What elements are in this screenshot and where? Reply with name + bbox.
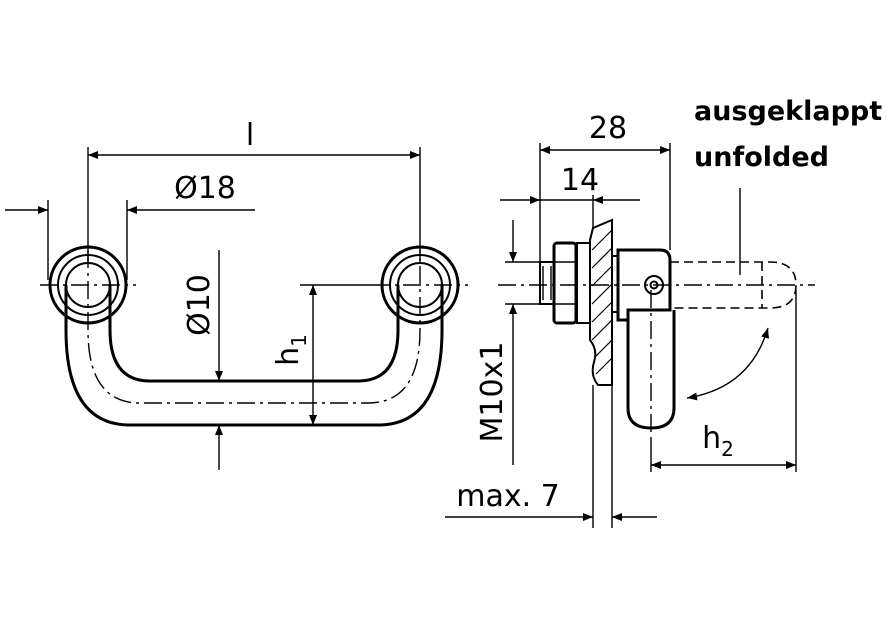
h2-label: h2 bbox=[702, 421, 734, 461]
unfolded-handle-outline bbox=[670, 261, 797, 309]
note-english: unfolded bbox=[694, 142, 829, 173]
dimension-14: 14 bbox=[500, 163, 640, 228]
thread-label: M10x1 bbox=[475, 342, 510, 443]
dimension-rod-diameter: Ø10 bbox=[182, 250, 250, 470]
dimension-h1: h1 bbox=[271, 284, 372, 425]
rod-diameter-label: Ø10 bbox=[182, 274, 217, 336]
width-14-label: 14 bbox=[561, 163, 599, 198]
unfolded-note: ausgeklappt unfolded bbox=[694, 96, 882, 275]
handle-bar-outer bbox=[64, 285, 444, 427]
dimension-outer-diameter: Ø18 bbox=[5, 171, 255, 280]
hex-nut bbox=[552, 241, 578, 325]
handle-side-view bbox=[498, 218, 815, 528]
width-28-label: 28 bbox=[589, 111, 627, 146]
threaded-stud bbox=[539, 261, 555, 305]
dimension-length: l bbox=[87, 118, 421, 262]
handle-bar-inner bbox=[108, 285, 400, 383]
dimension-max-7: max. 7 bbox=[445, 479, 657, 521]
washer bbox=[576, 242, 591, 324]
dimension-28: 28 bbox=[539, 111, 671, 262]
length-label: l bbox=[246, 118, 254, 153]
dimension-h2: h2 bbox=[650, 290, 797, 472]
handle-front-view bbox=[40, 245, 468, 427]
fold-rotation-arrow bbox=[686, 327, 769, 401]
note-german: ausgeklappt bbox=[694, 96, 882, 127]
h1-label: h1 bbox=[271, 334, 311, 366]
dimension-thread: M10x1 bbox=[475, 220, 540, 465]
outer-diameter-label: Ø18 bbox=[174, 171, 236, 206]
max-7-label: max. 7 bbox=[456, 479, 560, 514]
mounting-panel-section bbox=[589, 218, 613, 528]
